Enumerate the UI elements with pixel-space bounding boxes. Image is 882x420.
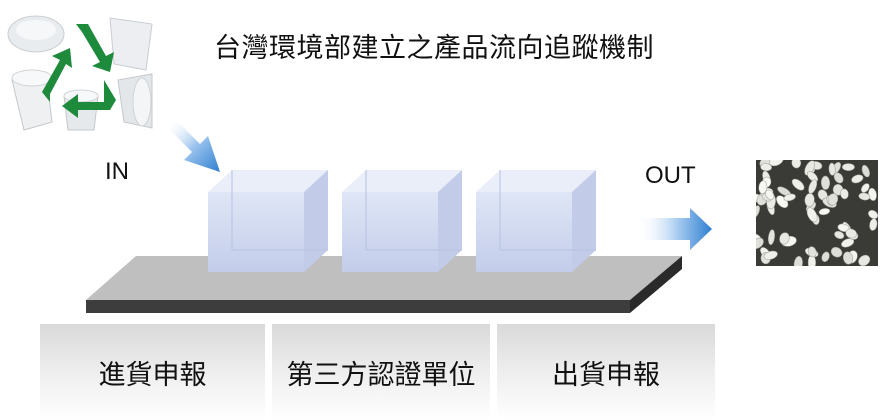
pellet: [861, 183, 870, 193]
step-incoming-declaration: 進貨申報: [40, 324, 265, 420]
pellet: [769, 160, 784, 167]
pellet: [830, 246, 843, 258]
diagram-title: 台灣環境部建立之產品流向追蹤機制: [214, 33, 654, 64]
pellet: [756, 205, 760, 218]
pellet: [760, 163, 772, 172]
pellet: [779, 232, 790, 245]
pellet: [827, 193, 839, 206]
step-label: 進貨申報: [98, 359, 207, 391]
pellet: [842, 251, 854, 265]
pellet: [858, 254, 871, 266]
process-cube-1: [208, 170, 328, 272]
out-label: OUT: [645, 162, 696, 189]
process-cube-2: [342, 170, 462, 272]
plastic-waste-image: [6, 10, 154, 134]
pellet: [765, 189, 775, 200]
pellet: [808, 179, 818, 194]
pellet: [793, 255, 803, 266]
pellet: [840, 188, 849, 200]
pellet: [841, 163, 855, 171]
in-label: IN: [105, 158, 129, 185]
process-cube-3: [476, 170, 596, 272]
recycled-pellets-image: [756, 160, 878, 266]
pellet: [806, 207, 818, 223]
pellet: [818, 208, 831, 216]
pellet: [791, 160, 802, 169]
pellet: [833, 172, 844, 184]
pellet: [834, 231, 845, 239]
input-arrow-icon: [168, 120, 220, 172]
pellet: [861, 164, 870, 178]
pellet: [868, 210, 878, 219]
pellet: [858, 192, 871, 201]
step-third-party-certification: 第三方認證單位: [272, 324, 490, 420]
pellet: [783, 193, 796, 202]
pellet: [807, 171, 818, 182]
pellet: [821, 251, 830, 262]
pellet: [841, 238, 855, 248]
pellet: [768, 229, 775, 246]
pellet: [763, 250, 778, 260]
output-arrow-icon: [636, 208, 712, 250]
pellet: [851, 174, 864, 184]
pellet: [869, 218, 878, 231]
pellet: [820, 175, 831, 190]
pellet: [758, 180, 768, 194]
pellet: [804, 160, 816, 176]
step-label: 出貨申報: [552, 359, 660, 391]
step-outgoing-declaration: 出貨申報: [497, 324, 715, 420]
recycle-icon: [42, 24, 116, 118]
step-label: 第三方認證單位: [286, 359, 476, 391]
pellet: [845, 228, 857, 239]
pellet: [807, 246, 817, 258]
pellet: [828, 162, 836, 176]
pellet: [791, 178, 805, 191]
pellet: [756, 237, 764, 249]
